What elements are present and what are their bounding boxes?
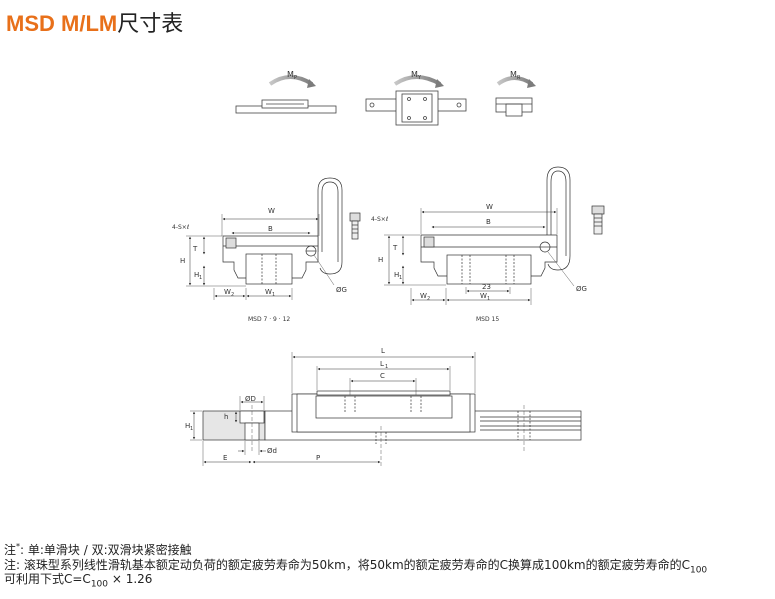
dimension-drawings: M P M Y M R — [172, 70, 605, 466]
label-h1-left: H — [194, 271, 199, 279]
label-w1-sub-left: 1 — [272, 292, 275, 298]
label-w1-left: W — [265, 288, 272, 296]
note-line-1: 注*: 单:单滑块 / 双:双滑块紧密接触 — [4, 543, 775, 558]
moment-view-roll — [495, 76, 536, 117]
side-view — [190, 352, 582, 466]
label-w2-right: W — [420, 292, 427, 300]
label-h1-right: H — [394, 271, 399, 279]
label-23-right: 23 — [482, 283, 491, 291]
moment-sub-r: R — [517, 75, 521, 81]
cross-section-small — [186, 177, 361, 300]
label-w1-right: W — [480, 292, 487, 300]
label-w2-sub-left: 2 — [231, 292, 234, 298]
note3-suffix: × 1.26 — [108, 572, 153, 586]
note2-sub: 100 — [689, 564, 708, 575]
label-h1-sub-right: 1 — [399, 275, 402, 281]
caption-left: MSD 7 · 9 · 12 — [248, 316, 290, 323]
moment-sub-y: Y — [417, 75, 422, 81]
moment-label-p: M — [287, 70, 294, 79]
label-h1-sub-side: 1 — [190, 426, 193, 432]
moment-label-y: M — [411, 70, 418, 79]
model-name: MSD M/LM — [6, 11, 118, 36]
label-g-left: ØG — [336, 286, 347, 294]
caption-right: MSD 15 — [476, 316, 499, 323]
label-b-right: B — [486, 218, 491, 226]
label-seal-right: 4-S×ℓ — [371, 216, 388, 223]
label-w2-sub-right: 2 — [427, 296, 430, 302]
label-c: C — [380, 372, 385, 380]
label-l1: L — [380, 360, 384, 368]
label-t-left: T — [192, 245, 198, 253]
note1-prefix: 注 — [4, 543, 17, 557]
label-w2-left: W — [224, 288, 231, 296]
moment-sub-p: P — [294, 75, 297, 81]
label-h1-side: H — [185, 422, 190, 430]
label-l: L — [381, 347, 385, 355]
label-p: P — [316, 454, 320, 462]
note3-prefix: 可利用下式C=C — [4, 572, 91, 586]
note1-text: : 单:单滑块 / 双:双滑块紧密接触 — [20, 543, 192, 557]
label-w-left: W — [268, 207, 275, 215]
label-h-small: h — [224, 413, 228, 421]
label-l1-sub: 1 — [385, 364, 388, 370]
page-title: MSD M/LM尺寸表 — [6, 10, 183, 39]
note-line-3: 可利用下式C=C100 × 1.26 — [4, 572, 775, 590]
note1-sup: * — [16, 542, 21, 551]
label-w-right: W — [486, 203, 493, 211]
label-e: E — [223, 454, 227, 462]
moment-label-r: M — [510, 70, 517, 79]
label-seal-left: 4-S×ℓ — [172, 224, 189, 231]
label-w1-sub-right: 1 — [487, 296, 490, 302]
note3-sub: 100 — [90, 579, 109, 590]
note-line-2: 注: 滚珠型系列线性滑轨基本额定动负荷的额定疲劳寿命为50km，将50km的额定… — [4, 557, 775, 575]
moment-view-pitch — [235, 75, 337, 114]
notes: 注*: 单:单滑块 / 双:双滑块紧密接触 注: 滚珠型系列线性滑轨基本额定动负… — [4, 543, 775, 590]
title-suffix: 尺寸表 — [117, 12, 184, 37]
label-t-right: T — [392, 244, 398, 252]
moment-arrow-icon — [393, 75, 442, 86]
moment-view-yaw — [365, 75, 467, 126]
label-h1-sub-left: 1 — [199, 275, 202, 281]
label-h-right: H — [378, 256, 383, 264]
label-d-small: Ød — [267, 447, 277, 455]
label-d-big: ØD — [245, 395, 256, 403]
label-h-left: H — [180, 257, 185, 265]
cross-section-large — [384, 166, 605, 305]
label-b-left: B — [268, 225, 273, 233]
note2-text: 注: 滚珠型系列线性滑轨基本额定动负荷的额定疲劳寿命为50km，将50km的额定… — [4, 557, 690, 572]
moment-arrow-icon — [268, 75, 314, 86]
label-g-right: ØG — [576, 285, 587, 293]
